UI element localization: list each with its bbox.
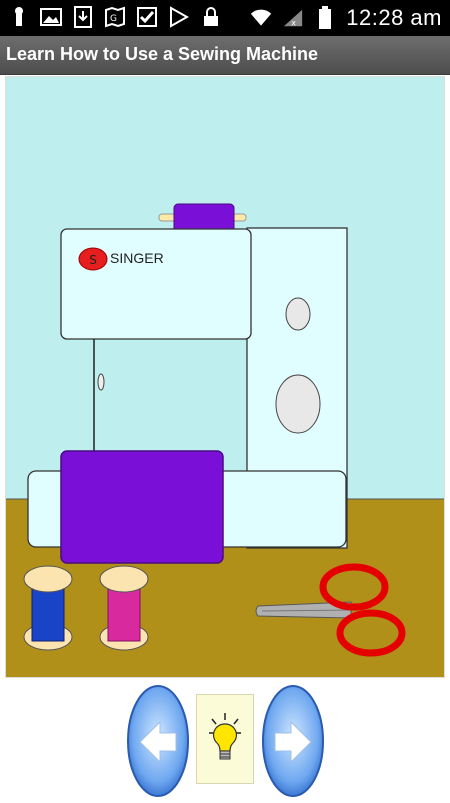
sewing-machine-illustration: S SINGER	[5, 76, 445, 678]
previous-button[interactable]	[126, 684, 190, 803]
wifi-icon	[250, 7, 272, 29]
next-button[interactable]	[261, 684, 325, 803]
app-title: Learn How to Use a Sewing Machine	[6, 44, 319, 64]
arrow-right-icon	[262, 685, 324, 797]
status-icons-left: G	[8, 6, 222, 28]
signal-icon: x	[282, 7, 304, 29]
fabric	[60, 450, 224, 564]
maps-icon: G	[104, 6, 126, 28]
download-icon	[72, 6, 94, 28]
battery-icon	[314, 6, 336, 29]
status-time: 12:28 am	[346, 5, 442, 30]
svg-text:G: G	[110, 14, 117, 24]
brand-name: SINGER	[110, 250, 164, 266]
brand-badge-icon	[78, 247, 108, 271]
lightbulb-icon	[209, 713, 241, 760]
app-title-bar: Learn How to Use a Sewing Machine	[0, 36, 450, 75]
small-dial	[285, 297, 311, 331]
large-dial	[275, 374, 321, 434]
image-icon	[40, 6, 62, 28]
presser-screw	[97, 373, 105, 391]
bottom-navigation	[0, 680, 450, 800]
key-icon	[8, 6, 30, 28]
svg-text:x: x	[291, 17, 296, 27]
status-bar: G x 12:28 am	[0, 0, 450, 36]
check-icon	[136, 6, 158, 28]
brand-badge-letter: S	[89, 253, 97, 267]
pink-thread-spool	[99, 565, 149, 651]
scissors	[255, 563, 406, 657]
status-icons-right: x 12:28 am	[250, 5, 442, 31]
play-store-icon	[168, 6, 190, 28]
blue-thread-spool	[23, 565, 73, 651]
machine-arm	[60, 228, 252, 340]
arrow-left-icon	[127, 685, 189, 797]
hint-button[interactable]	[196, 694, 254, 784]
lock-icon	[200, 6, 222, 28]
